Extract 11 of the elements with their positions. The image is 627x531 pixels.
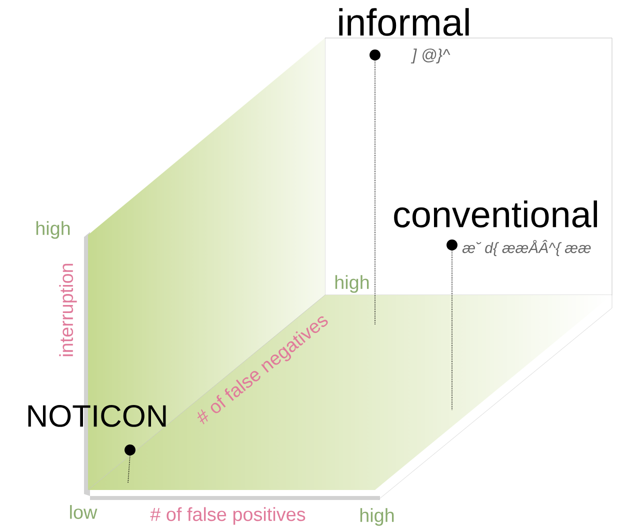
annotation-text: ] @}^	[410, 48, 450, 64]
axis-label: # of false positives	[150, 507, 306, 525]
tick-label: low	[70, 505, 98, 519]
point-label: NOTICON	[28, 405, 166, 427]
axis-label: interruption	[59, 264, 77, 356]
tick-label: high	[360, 508, 394, 526]
annotation-text: æ˘ d{ ææÅÂ^{ ææ	[462, 240, 591, 256]
tick-label: high	[335, 275, 369, 293]
point-label: informal	[339, 8, 469, 36]
point-label: conventional	[394, 200, 597, 228]
tick-label: high	[36, 221, 70, 239]
